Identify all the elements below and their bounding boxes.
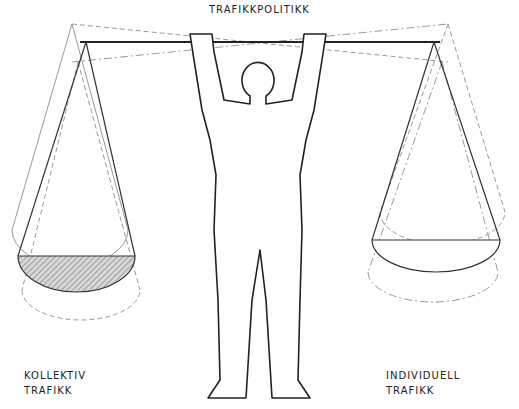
diagram-title: TRAFIKKPOLITIKK (209, 2, 310, 17)
left-scale-pan (18, 42, 135, 292)
human-figure (190, 34, 326, 398)
balance-beam (80, 41, 440, 43)
pan-label: INDIVIDUELL TRAFIKK (386, 368, 460, 398)
pan-label: KOLLEKTIV TRAFIKK (24, 368, 86, 398)
right-scale-pan (372, 42, 500, 272)
